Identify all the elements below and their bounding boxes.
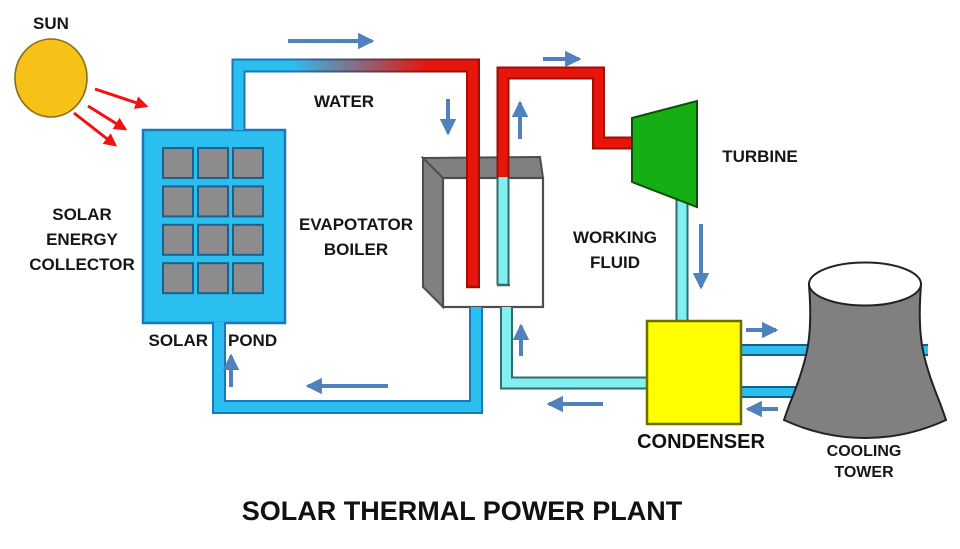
svg-text:SOLAR: SOLAR bbox=[149, 331, 209, 350]
boiler-label: EVAPOTATOR BOILER bbox=[299, 215, 413, 259]
svg-text:FLUID: FLUID bbox=[590, 253, 640, 272]
collector-panel-cell bbox=[232, 262, 264, 295]
collector-panel-cell bbox=[162, 147, 194, 179]
collector-panel-cell bbox=[232, 223, 264, 256]
collector-panel-cell bbox=[197, 185, 229, 218]
solar-pond-loop bbox=[212, 307, 483, 414]
collector-panel-cell bbox=[197, 223, 229, 256]
solar-pond-label: SOLAR POND bbox=[149, 331, 278, 350]
svg-text:WORKING: WORKING bbox=[573, 228, 657, 247]
boiler-left-face bbox=[422, 155, 444, 310]
collector-panel-cell bbox=[232, 185, 264, 218]
cooling-tower bbox=[782, 261, 948, 439]
svg-text:EVAPOTATOR: EVAPOTATOR bbox=[299, 215, 413, 234]
sun-rays bbox=[73, 87, 149, 147]
sun-icon bbox=[14, 38, 88, 118]
steam-line bbox=[496, 66, 633, 178]
turbine bbox=[631, 99, 698, 209]
collector-grid bbox=[162, 147, 264, 295]
sun-ray-icon bbox=[73, 111, 118, 147]
svg-text:TOWER: TOWER bbox=[834, 464, 894, 481]
svg-text:POND: POND bbox=[228, 331, 277, 350]
boiler-front-face bbox=[441, 176, 545, 309]
cooling-tower-opening bbox=[808, 261, 922, 307]
collector-panel-cell bbox=[162, 223, 194, 256]
collector-panel-cell bbox=[197, 262, 229, 295]
collector-panel-cell bbox=[162, 185, 194, 218]
diagram-title: SOLAR THERMAL POWER PLANT bbox=[242, 496, 683, 526]
condenser bbox=[645, 319, 743, 426]
water-line bbox=[231, 58, 480, 289]
working-fluid-label: WORKING FLUID bbox=[573, 228, 657, 272]
collector-panel-cell bbox=[197, 147, 229, 179]
condenser-label: CONDENSER bbox=[637, 431, 765, 453]
working-fluid-loop bbox=[500, 196, 689, 390]
collector-panel-cell bbox=[232, 147, 264, 179]
cooling-tower-label: COOLING TOWER bbox=[827, 443, 902, 481]
water-label: WATER bbox=[314, 92, 374, 111]
collector-panel-cell bbox=[162, 262, 194, 295]
svg-text:ENERGY: ENERGY bbox=[46, 230, 118, 249]
svg-text:COLLECTOR: COLLECTOR bbox=[29, 255, 134, 274]
working-fluid-riser bbox=[496, 177, 510, 287]
sun-label: SUN bbox=[33, 14, 69, 33]
evaporator-boiler bbox=[420, 155, 545, 310]
sun-ray-icon bbox=[87, 104, 128, 131]
cooling-tower-body bbox=[782, 284, 948, 439]
svg-text:SOLAR: SOLAR bbox=[52, 205, 112, 224]
turbine-label: TURBINE bbox=[722, 147, 798, 166]
svg-text:BOILER: BOILER bbox=[324, 240, 388, 259]
collector-label: SOLAR ENERGY COLLECTOR bbox=[29, 205, 134, 274]
flow-arrows bbox=[222, 32, 779, 418]
svg-text:COOLING: COOLING bbox=[827, 443, 902, 460]
sun-ray-icon bbox=[94, 87, 149, 109]
